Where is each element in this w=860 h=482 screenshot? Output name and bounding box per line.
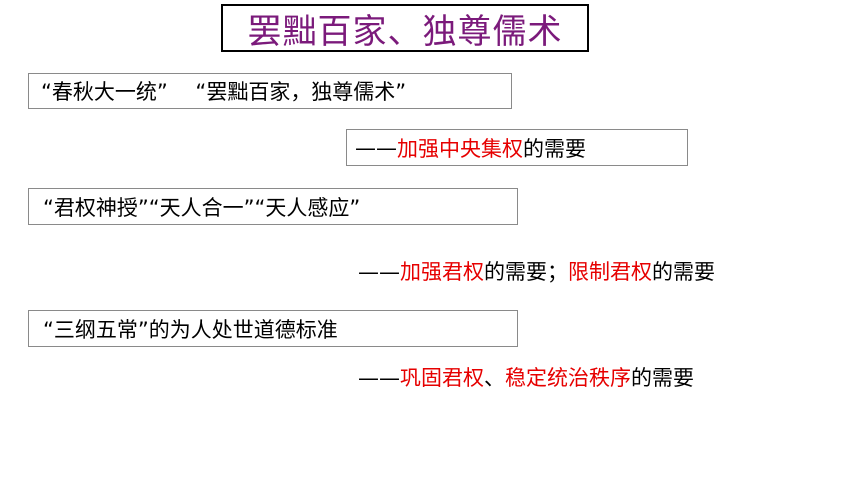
plain-text: 的需要	[631, 366, 694, 390]
explanation-line-3: ——巩固君权、稳定统治秩序的需要	[358, 362, 694, 392]
highlight-text: 加强中央集权	[397, 136, 523, 161]
highlight-text: 限制君权	[568, 260, 652, 284]
plain-text: 的需要	[652, 260, 715, 284]
statement-text-3: “三纲五常”的为人处世道德标准	[43, 317, 338, 342]
statement-box-1: “春秋大一统” “罢黜百家，独尊儒术”	[28, 73, 512, 109]
title-box: 罢黜百家、独尊儒术	[221, 4, 589, 52]
slide-title: 罢黜百家、独尊儒术	[247, 11, 563, 52]
dash: ——	[358, 366, 400, 390]
plain-text: 的需要	[523, 136, 586, 161]
dash: ——	[358, 260, 400, 284]
plain-text: 的需要；	[484, 260, 568, 284]
plain-text: 、	[484, 366, 505, 390]
highlight-text: 稳定统治秩序	[505, 366, 631, 390]
dash: ——	[355, 135, 397, 160]
highlight-text: 加强君权	[400, 260, 484, 284]
statement-text-2: “君权神授”“天人合一”“天人感应”	[43, 195, 361, 220]
statement-box-3: “三纲五常”的为人处世道德标准	[28, 310, 518, 347]
highlight-text: 巩固君权	[400, 366, 484, 390]
statement-box-2: “君权神授”“天人合一”“天人感应”	[28, 188, 518, 225]
explanation-line-2: ——加强君权的需要；限制君权的需要	[358, 256, 715, 286]
explanation-box-1: ——加强中央集权的需要	[346, 129, 688, 166]
statement-text-1: “春秋大一统” “罢黜百家，独尊儒术”	[41, 80, 407, 104]
